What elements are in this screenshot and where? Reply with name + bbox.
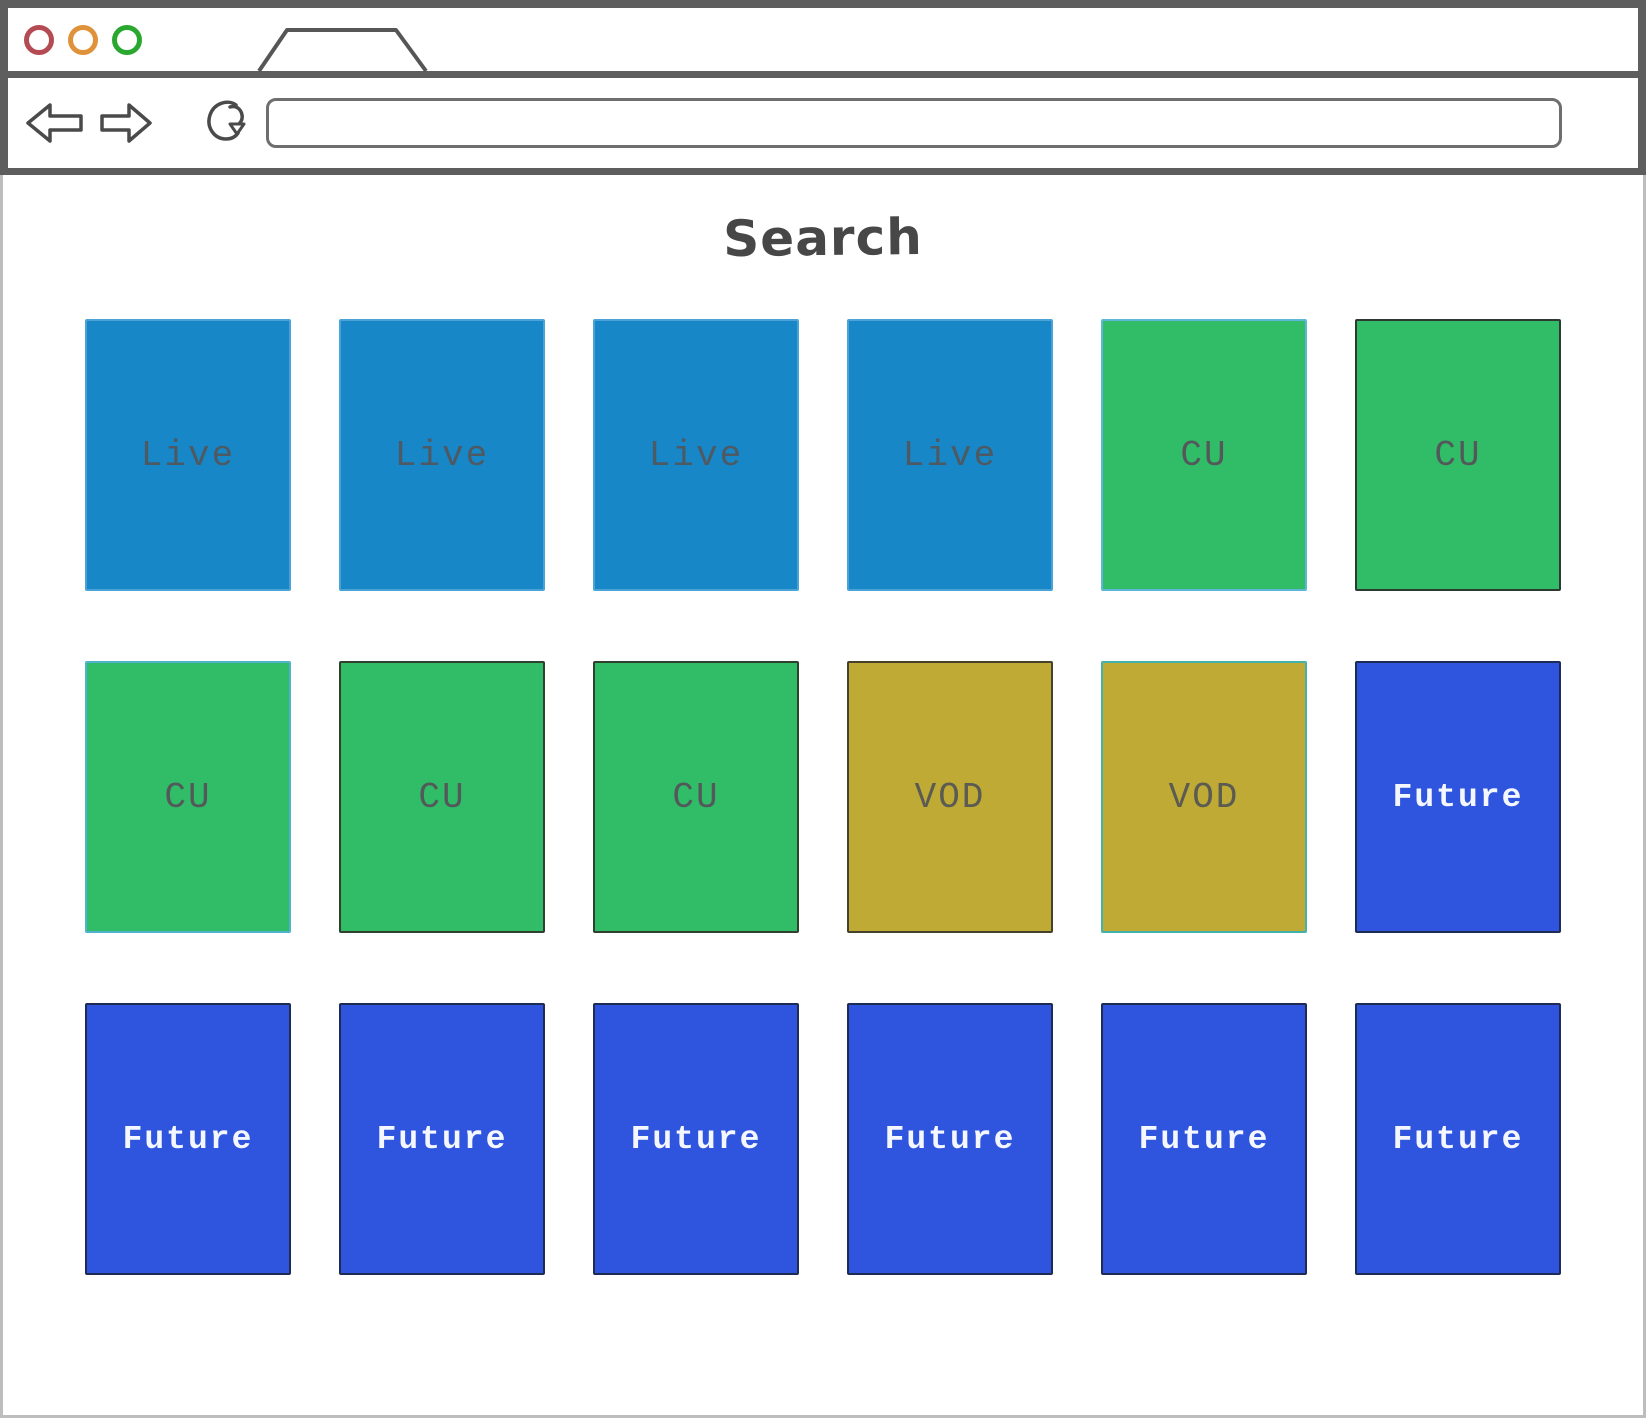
card-label: Future [884, 1120, 1016, 1158]
card-grid: Live Live Live Live CU CU CU CU CU VOD V… [3, 319, 1643, 1275]
card-label: Live [394, 434, 490, 476]
forward-icon[interactable] [98, 98, 154, 148]
card-cu-4[interactable]: CU [339, 661, 545, 933]
card-future-6[interactable]: Future [1101, 1003, 1307, 1275]
card-live-3[interactable]: Live [593, 319, 799, 591]
card-vod-2[interactable]: VOD [1101, 661, 1307, 933]
card-label: CU [1180, 434, 1228, 476]
url-bar[interactable] [266, 98, 1562, 148]
card-vod-1[interactable]: VOD [847, 661, 1053, 933]
card-live-4[interactable]: Live [847, 319, 1053, 591]
card-cu-5[interactable]: CU [593, 661, 799, 933]
card-future-7[interactable]: Future [1355, 1003, 1561, 1275]
back-icon[interactable] [24, 98, 86, 148]
card-label: Live [902, 434, 998, 476]
card-live-1[interactable]: Live [85, 319, 291, 591]
card-label: Future [122, 1120, 254, 1158]
card-label: CU [1434, 434, 1482, 476]
titlebar [8, 8, 1638, 78]
minimize-button-icon[interactable] [68, 24, 98, 55]
card-label: Future [630, 1120, 762, 1158]
card-label: Future [1138, 1120, 1270, 1158]
card-label: Future [1392, 1120, 1524, 1158]
card-cu-3[interactable]: CU [85, 661, 291, 933]
card-label: Live [140, 434, 236, 476]
card-label: Live [648, 434, 744, 476]
browser-chrome [0, 0, 1646, 175]
page-content: Search Live Live Live Live CU CU CU CU C… [0, 175, 1646, 1418]
card-label: CU [418, 776, 466, 818]
card-label: CU [672, 776, 720, 818]
maximize-button-icon[interactable] [112, 24, 142, 55]
card-cu-2[interactable]: CU [1355, 319, 1561, 591]
card-label: VOD [914, 776, 986, 818]
page-title: Search [722, 207, 924, 269]
card-future-5[interactable]: Future [847, 1003, 1053, 1275]
browser-tab[interactable] [256, 27, 431, 73]
card-label: Future [376, 1120, 508, 1158]
card-label: VOD [1168, 776, 1240, 818]
card-cu-1[interactable]: CU [1101, 319, 1307, 591]
traffic-lights [24, 24, 142, 55]
card-future-2[interactable]: Future [85, 1003, 291, 1275]
card-future-3[interactable]: Future [339, 1003, 545, 1275]
card-future-4[interactable]: Future [593, 1003, 799, 1275]
card-live-2[interactable]: Live [339, 319, 545, 591]
navigation-toolbar [8, 78, 1638, 175]
card-label: Future [1392, 778, 1524, 816]
close-button-icon[interactable] [24, 24, 54, 55]
card-future-1[interactable]: Future [1355, 661, 1561, 933]
card-label: CU [164, 776, 212, 818]
reload-icon[interactable] [200, 95, 256, 151]
